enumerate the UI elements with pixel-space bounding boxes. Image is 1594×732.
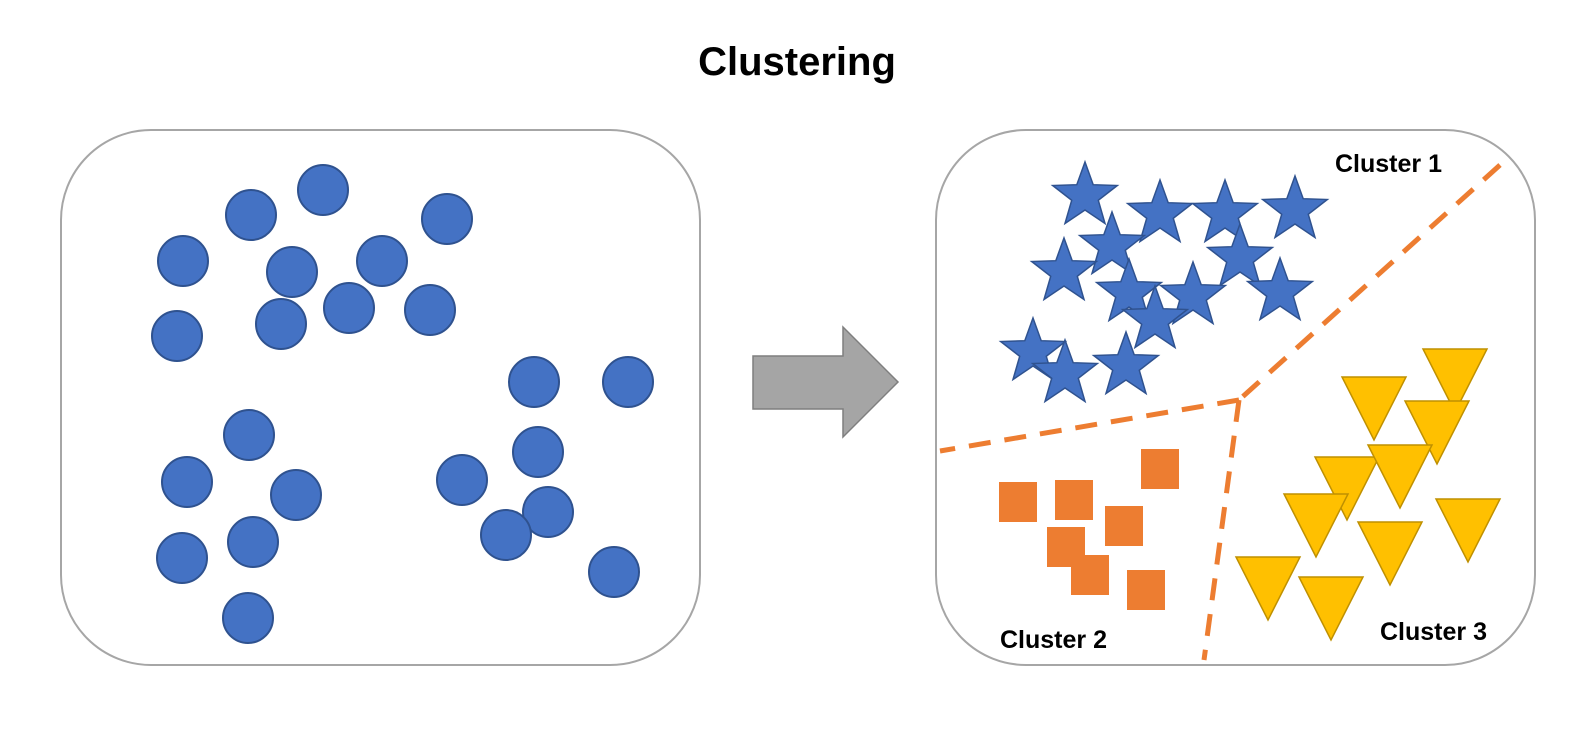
arrow-right-icon	[752, 325, 900, 439]
boundary-line-top	[1237, 163, 1502, 402]
star-point	[1029, 235, 1099, 302]
star-point	[1205, 221, 1275, 288]
triangle-point	[1421, 348, 1489, 414]
square-point	[999, 482, 1037, 522]
data-point	[227, 516, 279, 568]
cluster-3-points	[1234, 348, 1502, 642]
cluster-2-label: Cluster 2	[1000, 626, 1107, 654]
cluster-2-points	[999, 449, 1179, 610]
diagram-title: Clustering	[698, 40, 896, 84]
square-point	[1055, 480, 1093, 520]
data-point	[404, 284, 456, 336]
triangle-point	[1366, 444, 1434, 510]
cluster-3-label: Cluster 3	[1380, 618, 1487, 646]
star-point	[1091, 329, 1161, 396]
data-point	[297, 164, 349, 216]
data-point	[223, 409, 275, 461]
data-point	[270, 469, 322, 521]
triangle-point	[1403, 400, 1471, 466]
data-point	[255, 298, 307, 350]
star-point	[1158, 259, 1228, 326]
data-point	[222, 592, 274, 644]
boundary-line-left	[939, 397, 1240, 454]
triangle-point	[1434, 498, 1502, 564]
triangle-point	[1340, 376, 1408, 442]
data-point	[436, 454, 488, 506]
square-point	[1105, 506, 1143, 546]
data-point	[266, 246, 318, 298]
square-point	[1127, 570, 1165, 610]
triangle-point	[1234, 556, 1302, 622]
input-points	[151, 164, 654, 644]
triangle-point	[1297, 576, 1365, 642]
star-point	[1120, 283, 1190, 350]
cluster-1-points	[998, 159, 1330, 404]
data-point	[508, 356, 560, 408]
star-point	[1125, 177, 1195, 244]
star-point	[1245, 255, 1315, 322]
data-point	[602, 356, 654, 408]
data-point	[356, 235, 408, 287]
star-point	[1094, 256, 1164, 323]
data-point	[512, 426, 564, 478]
data-point	[157, 235, 209, 287]
data-point	[161, 456, 213, 508]
data-point	[480, 509, 532, 561]
triangle-point	[1313, 456, 1381, 522]
data-point	[323, 282, 375, 334]
star-point	[1260, 173, 1330, 240]
data-point	[225, 189, 277, 241]
star-point	[1190, 177, 1260, 244]
triangle-point	[1356, 521, 1424, 587]
star-point	[1030, 337, 1100, 404]
cluster-boundaries	[939, 163, 1502, 661]
data-point	[421, 193, 473, 245]
cluster-1-label: Cluster 1	[1335, 150, 1442, 178]
square-point	[1141, 449, 1179, 489]
boundary-line-bottom	[1201, 399, 1242, 661]
triangle-point	[1282, 493, 1350, 559]
star-point	[1050, 159, 1120, 226]
star-point	[1077, 209, 1147, 276]
data-point	[588, 546, 640, 598]
data-point	[151, 310, 203, 362]
star-point	[998, 315, 1068, 382]
data-point	[156, 532, 208, 584]
square-point	[1071, 555, 1109, 595]
data-point	[522, 486, 574, 538]
